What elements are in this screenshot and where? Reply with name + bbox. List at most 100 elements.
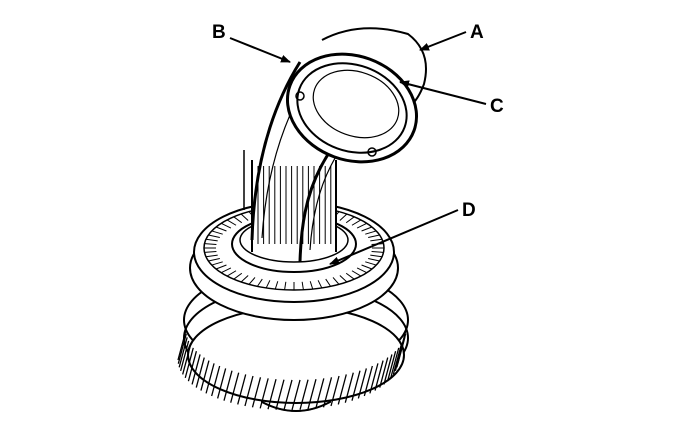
leader-b — [229, 37, 291, 63]
tooth-line — [180, 340, 190, 372]
shaft — [243, 150, 337, 252]
tooth-line — [332, 277, 340, 285]
tooth-line — [365, 230, 377, 235]
tooth-line — [351, 370, 361, 401]
tooth-line — [244, 375, 254, 407]
tooth-line — [265, 280, 271, 289]
callout-label-a: A — [470, 22, 484, 43]
tooth-line — [307, 379, 317, 410]
tooth-line — [223, 370, 233, 401]
tooth-line — [177, 329, 187, 361]
tooth-line — [205, 254, 218, 258]
tooth-line — [370, 254, 383, 258]
tooth-line — [267, 379, 277, 410]
tooth-line — [322, 377, 333, 408]
tooth-line — [390, 347, 400, 379]
callout-label-b: B — [212, 22, 226, 43]
tooth-line — [357, 368, 367, 399]
tooth-line — [259, 378, 269, 409]
tooth-line — [368, 234, 380, 238]
tooth-line — [211, 230, 223, 235]
tooth-line — [240, 275, 249, 283]
tooth-line — [356, 267, 368, 274]
tooth-line — [205, 238, 218, 242]
tooth-line — [361, 264, 373, 270]
tooth-line — [230, 372, 240, 403]
tooth-line — [195, 357, 205, 388]
tooth-line — [200, 360, 210, 391]
leader-a — [419, 31, 467, 51]
tooth-line — [215, 264, 227, 270]
tooth-line — [251, 377, 262, 408]
tooth-line — [187, 351, 198, 382]
tooth-line — [226, 219, 237, 226]
tooth-line — [204, 251, 217, 253]
tooth-line — [184, 347, 194, 379]
tooth-line — [337, 374, 347, 405]
callout-leaders — [229, 31, 487, 265]
tooth-line — [233, 272, 243, 280]
tooth-line — [211, 261, 223, 266]
callout-label-d: D — [462, 200, 476, 221]
tooth-line — [284, 281, 287, 290]
tooth-line — [240, 213, 249, 221]
tooth-line — [178, 337, 188, 368]
tooth-line — [204, 243, 217, 245]
tooth-line — [177, 333, 187, 364]
tooth-line — [369, 363, 379, 394]
tooth-line — [205, 363, 215, 394]
tooth-line — [237, 374, 247, 405]
tooth-line — [325, 278, 332, 287]
tooth-line — [233, 216, 243, 224]
tooth-line — [351, 219, 362, 226]
tooth-line — [351, 270, 362, 277]
tooth-line — [371, 251, 384, 253]
tooth-line — [356, 222, 368, 229]
tooth-line — [217, 368, 227, 399]
leader-d — [329, 209, 459, 265]
tooth-line — [383, 354, 393, 385]
tooth-line — [274, 281, 279, 290]
tooth-line — [309, 281, 314, 290]
tooth-line — [339, 213, 348, 221]
tooth-line — [345, 272, 355, 280]
tooth-line — [397, 329, 407, 361]
tooth-line — [220, 267, 232, 274]
tooth-line — [208, 234, 220, 238]
tooth-line — [374, 360, 384, 391]
tooth-line — [379, 357, 389, 388]
tooth-line — [248, 277, 256, 285]
tooth-line — [365, 261, 377, 266]
tooth-line — [291, 379, 301, 411]
tooth-line — [330, 375, 340, 407]
tooth-line — [386, 351, 397, 382]
tooth-line — [363, 365, 373, 397]
tooth-line — [315, 378, 325, 409]
tooth-line — [397, 333, 407, 364]
tooth-line — [301, 281, 304, 290]
tooth-line — [392, 344, 402, 375]
tooth-line — [191, 354, 201, 385]
callout-label-c: C — [490, 96, 504, 117]
tooth-line — [211, 365, 221, 397]
tooth-line — [215, 226, 227, 232]
tooth-line — [256, 278, 263, 287]
tooth-line — [275, 379, 285, 410]
tooth-line — [182, 344, 192, 375]
tooth-line — [226, 270, 237, 277]
synchro-ring — [285, 27, 427, 164]
tooth-line — [283, 379, 293, 411]
tooth-line — [220, 222, 232, 229]
tooth-line — [370, 238, 383, 242]
tooth-line — [208, 258, 220, 262]
tooth-line — [344, 372, 354, 403]
tooth-line — [339, 275, 348, 283]
tooth-line — [345, 216, 355, 224]
leader-c — [399, 80, 487, 105]
tooth-line — [368, 258, 380, 262]
tooth-line — [317, 280, 323, 289]
tooth-line — [361, 226, 373, 232]
tooth-line — [299, 379, 309, 410]
